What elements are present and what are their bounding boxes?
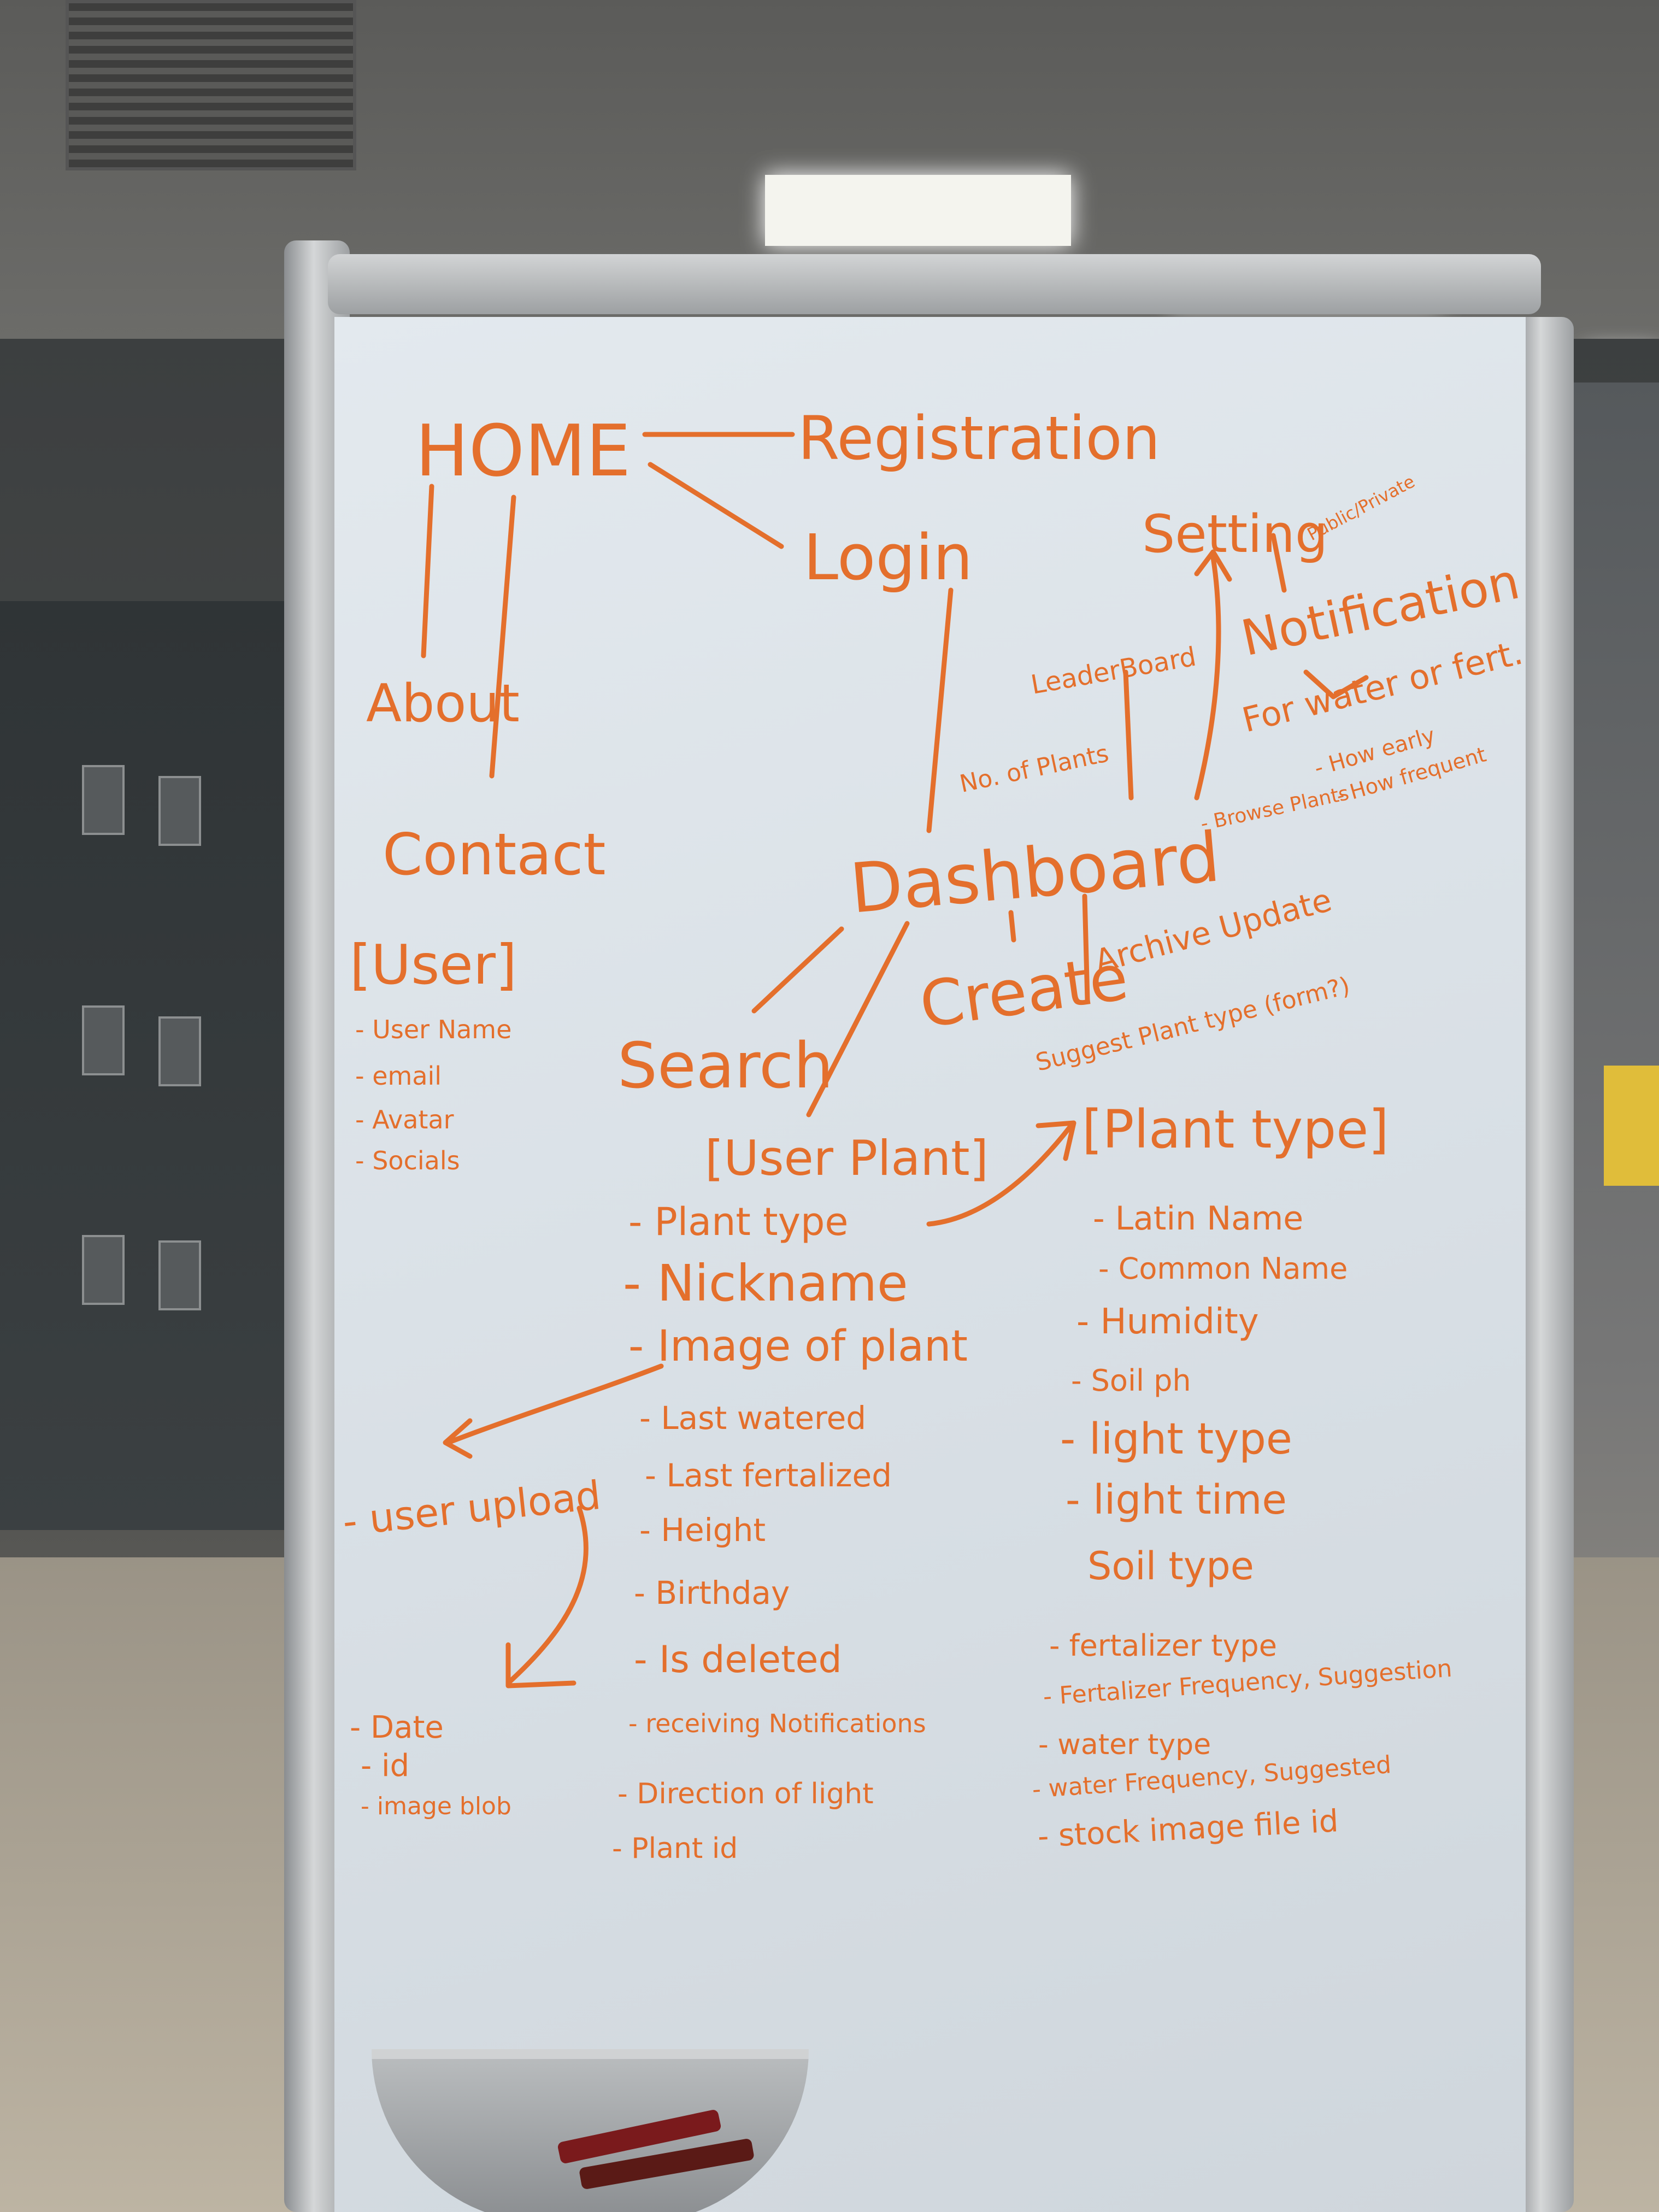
user-upload-field: - Date — [350, 1710, 444, 1745]
ceiling-light — [765, 175, 1071, 246]
home-label: HOME — [415, 409, 631, 492]
connector-line — [1270, 533, 1287, 593]
user-plant-field: - Direction of light — [617, 1778, 874, 1810]
plant-type-field: - Latin Name — [1093, 1199, 1303, 1238]
plant-type-field: - Humidity — [1076, 1302, 1259, 1342]
user-plant-field: - Last fertalized — [645, 1457, 892, 1494]
plant-type-field: - stock image file id — [1037, 1803, 1339, 1855]
no-of-plants-label: No. of Plants — [957, 739, 1111, 798]
user-field: - Socials — [355, 1146, 460, 1175]
connector-line — [751, 926, 844, 1014]
plant-type-field: - Fertalizer Frequency, Suggestion — [1042, 1655, 1453, 1711]
arrowhead — [505, 1642, 576, 1689]
user-plant-field: - Plant id — [612, 1832, 738, 1865]
leaderboard-label: LeaderBoard — [1028, 642, 1198, 701]
arrowhead — [1036, 1120, 1076, 1161]
whiteboard-surface — [334, 317, 1526, 2212]
user-upload-field: - id — [361, 1748, 409, 1784]
arrowhead — [1303, 669, 1369, 699]
setting-label: Setting — [1142, 504, 1328, 564]
yellow-chair — [1604, 1066, 1659, 1186]
locker — [82, 1005, 125, 1075]
login-label: Login — [803, 521, 973, 595]
locker — [158, 1240, 201, 1310]
connector-line — [1082, 893, 1090, 1003]
connector-line — [1123, 669, 1134, 801]
user-field: - User Name — [355, 1015, 511, 1044]
connector-line — [421, 484, 434, 658]
registration-label: Registration — [798, 403, 1160, 473]
plant-type-field: - water type — [1038, 1728, 1211, 1761]
locker — [82, 765, 125, 835]
contact-label: Contact — [383, 821, 606, 888]
relation-arrow — [445, 1363, 664, 1445]
locker — [158, 776, 201, 846]
connector-line — [489, 495, 516, 779]
plant-type-field: - fertalizer type — [1049, 1628, 1277, 1663]
search-label: Search — [617, 1029, 833, 1103]
arrowhead — [1194, 549, 1232, 582]
user-plant-field: - Plant type — [628, 1199, 849, 1244]
connector-line — [1008, 910, 1016, 943]
relation-arrow — [505, 1505, 589, 1686]
plant-type-field: - light time — [1066, 1476, 1287, 1523]
user-upload-title: - user upload — [340, 1472, 603, 1545]
browse-plants-label: - Browse Plants — [1198, 782, 1351, 836]
office-left — [0, 601, 284, 1530]
user-plant-entity-title: [User Plant] — [705, 1130, 989, 1186]
plant-type-field: - Common Name — [1098, 1251, 1348, 1286]
plant-type-field: Soil type — [1087, 1544, 1254, 1589]
user-upload-field: - image blob — [361, 1792, 511, 1820]
user-plant-field: - Is deleted — [634, 1638, 842, 1681]
arrowhead — [443, 1418, 473, 1459]
connector-line — [1194, 555, 1221, 801]
plant-type-entity-title: [Plant type] — [1082, 1099, 1389, 1160]
locker — [82, 1235, 125, 1305]
user-field: - email — [355, 1061, 442, 1091]
plant-type-field: - light type — [1060, 1415, 1292, 1464]
user-field: - Avatar — [355, 1105, 454, 1134]
user-plant-field: - Nickname — [623, 1254, 908, 1313]
connector-line — [648, 462, 784, 549]
plant-type-field: - Soil ph — [1071, 1363, 1191, 1398]
dashboard-label: Dashboard — [847, 817, 1223, 929]
connector-line — [926, 587, 954, 833]
user-plant-field: - Birthday — [634, 1574, 790, 1611]
user-plant-field: - Height — [639, 1511, 766, 1549]
locker — [158, 1016, 201, 1086]
whiteboard-frame-top — [328, 254, 1541, 314]
relation-arrow — [926, 1123, 1074, 1227]
user-plant-field: - Last watered — [639, 1399, 866, 1437]
user-plant-field: - receiving Notifications — [628, 1709, 926, 1738]
connector-line — [806, 921, 910, 1117]
user-entity-title: [User] — [350, 933, 517, 997]
user-plant-field: - Image of plant — [628, 1322, 968, 1371]
ceiling-vent — [66, 0, 356, 170]
